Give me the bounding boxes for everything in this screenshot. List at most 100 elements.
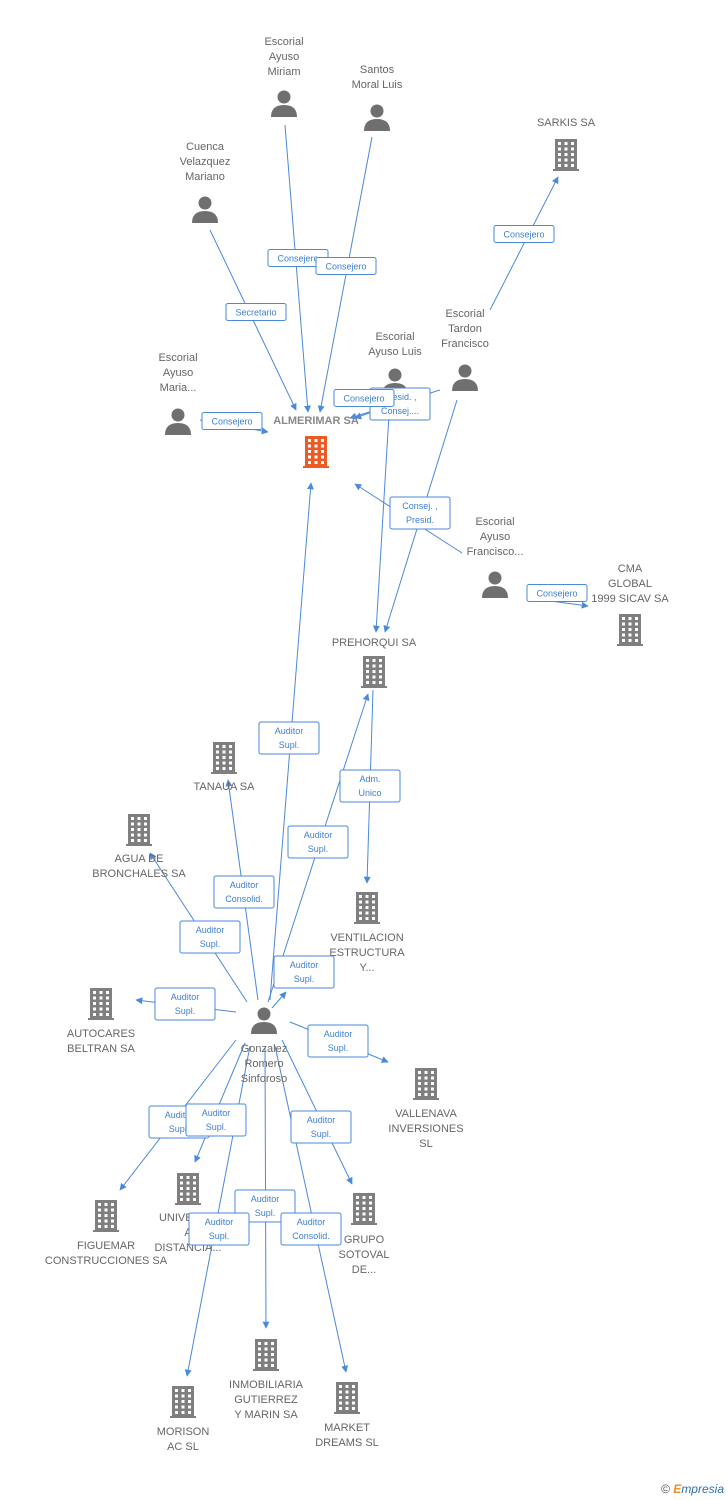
edge-label-box: [201, 412, 263, 430]
edge-label-box: [179, 920, 241, 954]
edge-label-badge[interactable]: Consejero: [201, 412, 263, 430]
node-tanaua[interactable]: TANAUA SA: [194, 742, 256, 793]
node-label: Escorial: [445, 308, 484, 320]
edge-label-badge[interactable]: Consejero: [333, 389, 395, 407]
node-label: Miriam: [268, 66, 301, 78]
node-escorial-maria[interactable]: EscorialAyusoMaria...: [158, 352, 198, 435]
edge-label-text: Consolid.: [225, 894, 263, 904]
edge-label-box: [307, 1024, 369, 1058]
edge-label-text: Auditor: [324, 1029, 353, 1039]
building-icon: [553, 139, 579, 171]
edge-escorial_tardon-to-sarkis: [489, 176, 559, 311]
person-icon: [271, 90, 297, 117]
node-market[interactable]: MARKET DREAMS SL: [315, 1382, 379, 1449]
brand-logo[interactable]: Empresia: [673, 1482, 724, 1496]
edge-label-text: Auditor: [304, 830, 333, 840]
building-icon: [211, 742, 237, 774]
edge-label-box: [154, 987, 216, 1021]
edge-label-text: Supl.: [206, 1122, 227, 1132]
node-label: MARKET: [324, 1422, 370, 1434]
node-label: Mariano: [185, 171, 225, 183]
node-label: Francisco...: [467, 546, 524, 558]
edge-label-text: Supl.: [328, 1043, 349, 1053]
node-label: Santos: [360, 64, 395, 76]
person-icon: [452, 364, 478, 391]
node-label: VALLENAVA: [395, 1108, 457, 1120]
edge-label-box: [287, 825, 349, 859]
node-label: DE...: [352, 1264, 376, 1276]
building-icon: [334, 1382, 360, 1414]
node-ventilacion[interactable]: VENTILACIONESTRUCTURAY...: [329, 892, 405, 974]
building-icon: [253, 1339, 279, 1371]
edge-label-box: [188, 1212, 250, 1246]
node-label: SARKIS SA: [537, 117, 596, 129]
copyright-symbol: ©: [661, 1482, 670, 1496]
node-label: Moral Luis: [352, 79, 403, 91]
node-almerimar[interactable]: ALMERIMAR SA: [273, 415, 359, 468]
edge-label-text: Consejero: [325, 262, 366, 272]
node-label: CMA: [618, 563, 643, 575]
edge-label-badge[interactable]: Consejero: [493, 225, 555, 243]
building-icon: [170, 1386, 196, 1418]
edge-label-badge[interactable]: Adm.Unico: [339, 769, 401, 803]
edge-label-text: Supl.: [169, 1124, 190, 1134]
node-label: Y MARIN SA: [234, 1409, 298, 1421]
edge-escorial_luis-to-prehorqui: [372, 397, 391, 633]
edge-label-badge[interactable]: Consej. ,Presid.: [389, 496, 451, 530]
edge-label-text: Auditor: [251, 1194, 280, 1204]
node-label: AGUA DE: [115, 853, 164, 865]
node-label: 1999 SICAV SA: [591, 593, 669, 605]
edge-label-box: [339, 769, 401, 803]
edge-labels-layer: ConsejeroConsejeroSecretarioConsejeroCon…: [148, 225, 588, 1246]
edge-label-box: [333, 389, 395, 407]
node-label: Escorial: [475, 516, 514, 528]
node-sarkis[interactable]: SARKIS SA: [537, 117, 596, 171]
edge-label-text: Supl.: [311, 1129, 332, 1139]
building-icon: [617, 614, 643, 646]
node-escorial-francisco[interactable]: EscorialAyusoFrancisco...: [467, 516, 524, 598]
building-icon: [303, 436, 329, 468]
person-icon: [251, 1007, 277, 1034]
edge-label-text: Supl.: [209, 1231, 230, 1241]
building-icon: [175, 1173, 201, 1205]
building-icon: [351, 1193, 377, 1225]
node-label: Cuenca: [186, 141, 225, 153]
node-label: Gonzalez: [241, 1043, 287, 1055]
node-prehorqui[interactable]: PREHORQUI SA: [332, 637, 417, 688]
node-grupo[interactable]: GRUPOSOTOVALDE...: [339, 1193, 390, 1276]
edge-label-text: Consejero: [536, 589, 577, 599]
node-label: GRUPO: [344, 1234, 385, 1246]
edge-label-badge[interactable]: Consejero: [526, 584, 588, 602]
edge-label-badge[interactable]: Secretario: [225, 303, 287, 321]
edge-label-text: Auditor: [275, 726, 304, 736]
node-label: DREAMS SL: [315, 1437, 379, 1449]
edge-label-badge[interactable]: Consejero: [315, 257, 377, 275]
